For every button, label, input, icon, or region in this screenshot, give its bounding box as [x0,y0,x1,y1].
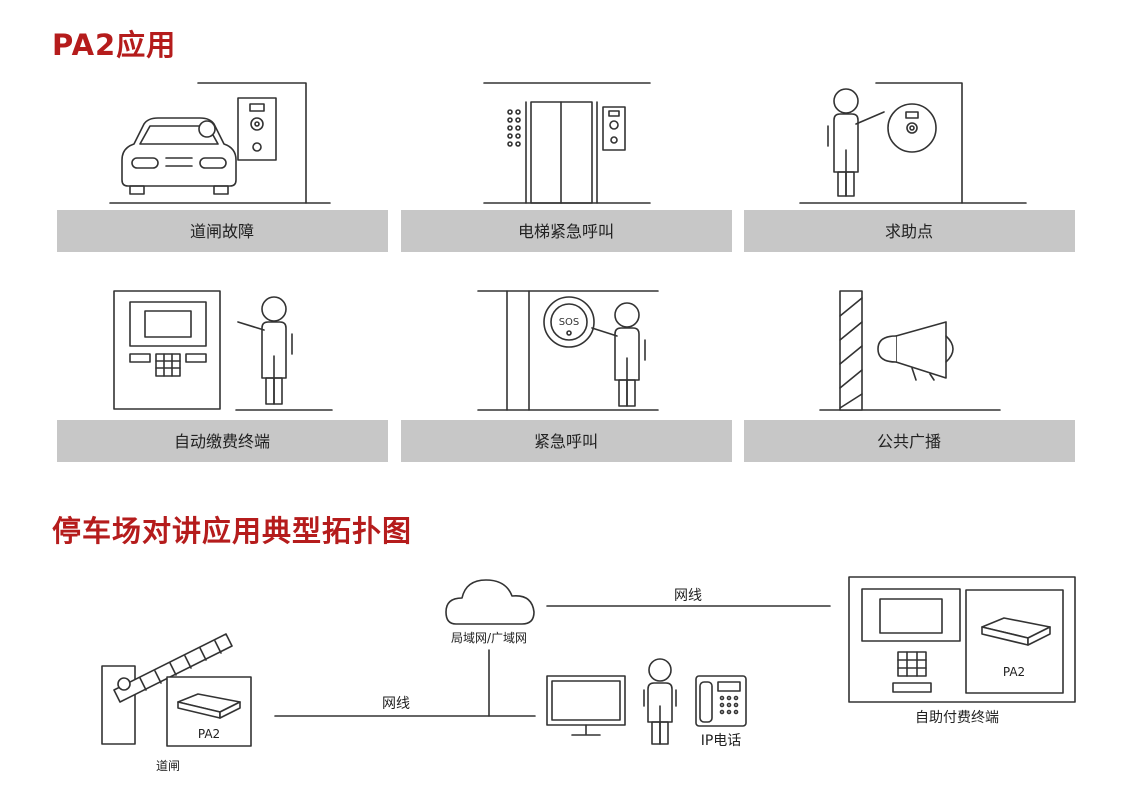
pa2-right-label: PA2 [1003,665,1025,679]
label-bar [57,420,388,462]
ip-phone-node: IP电话 [695,675,747,749]
card-label: 求助点 [885,222,933,241]
kiosk-node: PA2 自助付费终端 [848,576,1076,726]
car-barrier-intercom-icon [109,82,331,204]
elevator-intercom-icon [483,82,651,204]
card-label: 道闸故障 [190,222,254,241]
keypad-icon [897,651,927,677]
ip-phone-icon [695,675,747,727]
label-bar [744,210,1075,252]
pa2-device-icon [981,617,1051,646]
cable-top-label: 网线 [674,588,702,604]
card-barrier-fault: 道闸故障 [57,82,388,252]
help-point-icon [799,82,1027,204]
elevator-buttons [507,109,521,147]
cable-left-label: 网线 [382,696,410,712]
card-label: 电梯紧急呼叫 [518,222,614,241]
barrier-gate-node: 道闸 [101,633,233,773]
cloud-label: 局域网/广域网 [451,631,527,645]
ip-phone-label: IP电话 [701,733,742,749]
megaphone-icon [819,290,1001,411]
card-elevator-call: 电梯紧急呼叫 [401,82,732,252]
section-title-applications: PA2应用 [52,28,177,62]
cloud-node: 局域网/广域网 [445,579,535,645]
sos-button-icon: SOS [477,290,659,411]
payment-kiosk-icon [113,290,333,411]
kiosk-label: 自助付费终端 [915,710,999,726]
barrier-label: 道闸 [156,759,180,773]
cloud-icon [445,579,535,625]
label-bar [744,420,1075,462]
monitor-icon [546,675,626,736]
network-links: 网线 网线 [274,588,831,717]
pa2-left-label: PA2 [198,727,220,741]
pa2-left-node: PA2 [166,676,252,747]
card-label: 公共广播 [877,432,941,451]
card-help-point: 求助点 [744,82,1075,252]
card-public-broadcast: 公共广播 [744,290,1075,462]
section-title-topology: 停车场对讲应用典型拓扑图 [52,514,413,548]
person-icon [643,658,677,745]
card-label: 紧急呼叫 [534,432,598,451]
barrier-gate-icon [101,633,233,745]
sos-text: SOS [559,317,580,328]
label-bar [401,420,732,462]
card-payment-terminal: 自动缴费终端 [57,290,388,462]
pa2-device-icon [177,693,241,719]
card-label: 自动缴费终端 [174,432,270,451]
label-bar [57,210,388,252]
card-emergency-call: SOS 紧急呼叫 [401,290,732,462]
label-bar [401,210,732,252]
